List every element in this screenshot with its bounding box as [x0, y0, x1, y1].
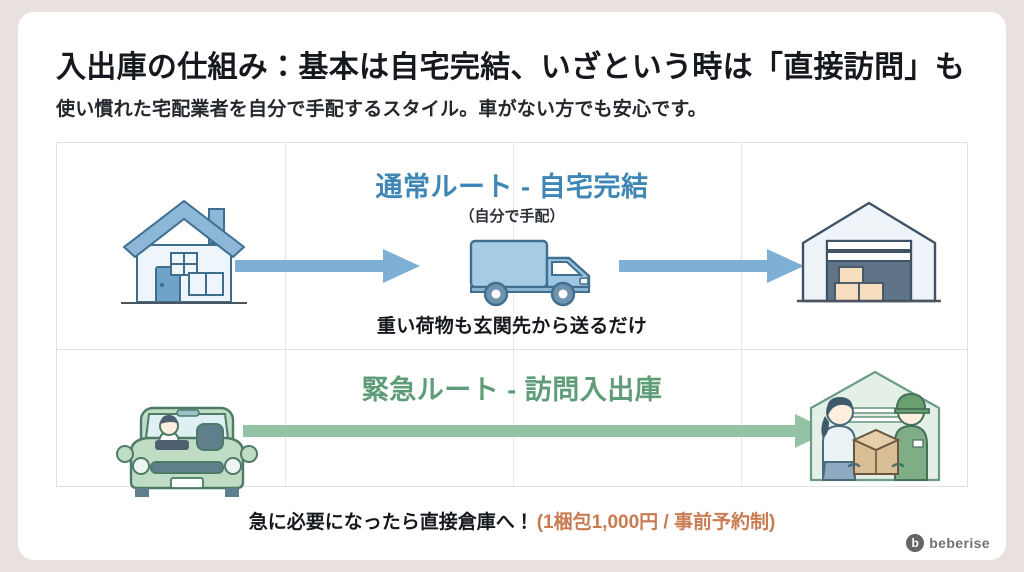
route-label-emergency: 緊急ルート - 訪問入出庫: [361, 375, 663, 405]
arrow-house-to-truck-icon: [235, 249, 420, 283]
page-title: 入出庫の仕組み：基本は自宅完結、いざという時は「直接訪問」も: [56, 51, 965, 84]
grid-divider: [285, 143, 286, 349]
arrow-truck-to-warehouse-icon: [619, 249, 804, 283]
route-label-normal: 通常ルート - 自宅完結: [375, 172, 649, 202]
house-illustration: [121, 200, 247, 304]
footer-main-text: 急に必要になったら直接倉庫へ！: [248, 512, 534, 533]
grid-divider: [741, 143, 742, 349]
delivery-truck-illustration: [469, 239, 591, 307]
footer-note: 急に必要になったら直接倉庫へ！(1梱包1,000円 / 事前予約制): [18, 507, 1006, 534]
beberise-logo-icon: b: [906, 534, 925, 552]
grid-divider: [513, 350, 514, 486]
slide-card: 入出庫の仕組み：基本は自宅完結、いざという時は「直接訪問」も 使い慣れた宅配業者…: [18, 12, 1006, 560]
grid-divider: [741, 350, 742, 486]
warehouse-handover-illustration: [809, 370, 941, 482]
row-emergency-route: 緊急ルート - 訪問入出庫: [57, 349, 967, 497]
arrow-car-to-warehouse-icon: [243, 414, 830, 448]
routes-grid: 通常ルート - 自宅完結 （自分で手配）: [56, 142, 968, 497]
grid-divider: [285, 350, 286, 486]
page-subtitle: 使い慣れた宅配業者を自分で手配するスタイル。車がない方でも安心です。: [56, 99, 707, 120]
caption-normal-route: 重い荷物も玄関先から送るだけ: [376, 316, 648, 337]
route-sublabel-normal: （自分で手配）: [459, 208, 565, 225]
row-normal-route: 通常ルート - 自宅完結 （自分で手配）: [57, 143, 967, 349]
warehouse-illustration: [797, 201, 941, 303]
watermark: b beberise: [906, 534, 990, 552]
footer-price-note: (1梱包1,000円 / 事前予約制): [536, 512, 776, 533]
watermark-text: beberise: [929, 535, 990, 551]
green-car-with-driver-illustration: [116, 406, 258, 497]
